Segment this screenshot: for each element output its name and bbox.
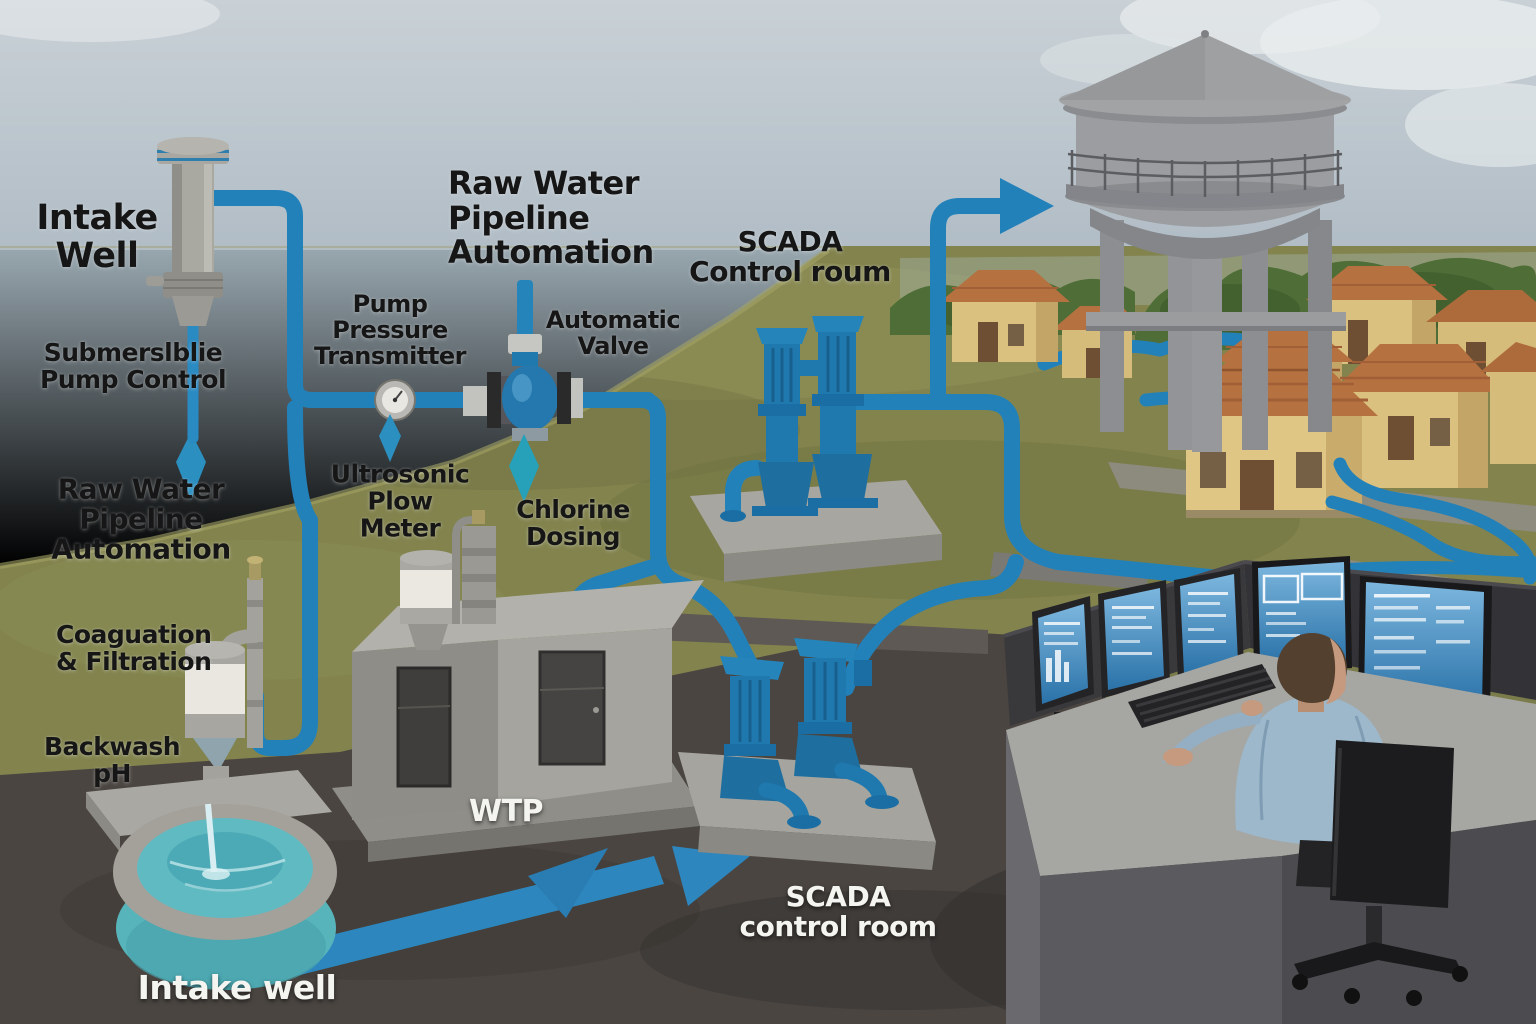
- label-pump-pressure-transmitter: Pump Pressure Transmitter: [314, 290, 466, 370]
- wtp-building: [332, 510, 704, 862]
- tower-feed-arrow: [930, 178, 1054, 408]
- label-backwash-ph: Backwash pH: [43, 732, 181, 788]
- water-tower: [1059, 30, 1351, 452]
- house: [1332, 344, 1502, 488]
- pressure-gauge: [374, 379, 416, 421]
- label-coagulation-filtration: Coaguation & Filtration: [56, 620, 212, 676]
- pump-station-lower: [678, 638, 936, 870]
- house: [940, 270, 1070, 362]
- label-ultrasonic-flow-meter: Ultrosonic Plow Meter: [330, 459, 470, 543]
- scada-control-desk: [930, 556, 1536, 1024]
- label-scada-control-room-bottom: SCADA control room: [739, 879, 938, 943]
- label-wtp: WTP: [468, 793, 544, 829]
- operator: [1162, 633, 1394, 845]
- flow-diamond-markers: [176, 414, 539, 502]
- pump-station-upper: [690, 316, 948, 582]
- ultrasonic-flow-meter-device: [400, 550, 456, 650]
- label-chlorine-dosing: Chlorine Dosing: [516, 495, 630, 551]
- scada-monitor: [1032, 596, 1094, 726]
- office-chair: [1292, 740, 1468, 1006]
- house: [1480, 342, 1536, 464]
- scada-monitor: [1098, 580, 1170, 713]
- tower-railing: [1067, 150, 1343, 197]
- automatic-valve: [463, 280, 583, 441]
- scada-monitor: [1174, 568, 1244, 697]
- keyboard: [1128, 664, 1276, 728]
- label-automatic-valve: Automatic Valve: [545, 306, 681, 360]
- label-raw-water-pipeline-automation-left: Raw Water Pipeline Automation: [51, 472, 231, 567]
- label-scada-control-room-top: SCADA Control roum: [689, 224, 891, 288]
- blue-pump-right: [794, 638, 899, 809]
- painted-flow-arrow: [278, 846, 750, 978]
- label-intake-well-top: Intake Well: [36, 198, 158, 276]
- label-raw-water-pipeline-automation-top: Raw Water Pipeline Automation: [448, 164, 654, 272]
- label-submersible-pump-control: Submerslblie Pump Control: [39, 338, 227, 394]
- intake-basin: [86, 770, 337, 990]
- intake-well-column: [146, 137, 229, 444]
- blue-valve-right: [808, 316, 878, 508]
- transmission-pipe-east: [838, 394, 1248, 696]
- blue-valve-left: [752, 328, 818, 516]
- chlorine-dosing-pump: [452, 510, 496, 624]
- blue-pump-left: [720, 656, 821, 829]
- label-intake-well-bottom: Intake well: [137, 968, 337, 1008]
